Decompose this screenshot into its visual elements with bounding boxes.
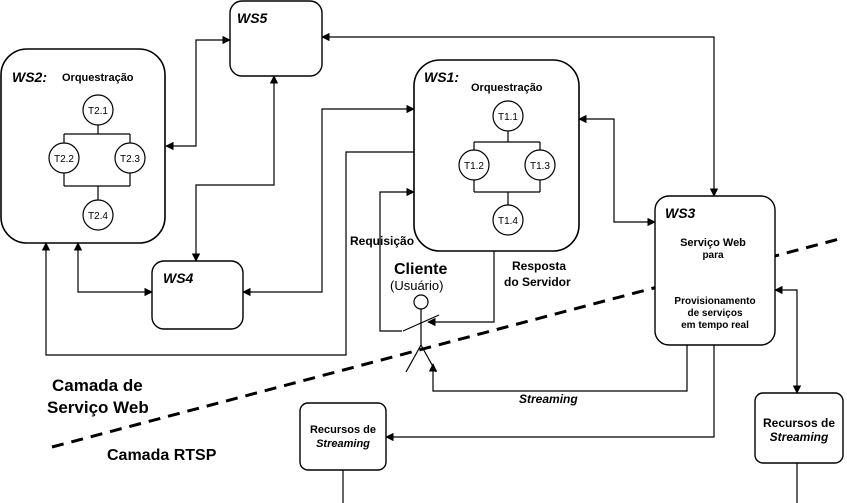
cliente-label: Cliente	[394, 261, 447, 278]
ws3-box: WS3 Serviço Web para Provisionamento de …	[654, 195, 776, 346]
ws5-title: WS5	[237, 10, 268, 26]
ws2-title: WS2:	[12, 69, 47, 85]
task-label: T2.1	[88, 106, 108, 117]
ws1-title: WS1:	[424, 69, 459, 85]
streaming-resources-left: Recursos de Streaming	[299, 402, 387, 471]
task-label: T1.3	[530, 161, 550, 172]
connector-ws4-ws1	[242, 104, 415, 297]
task-label: T1.2	[464, 161, 484, 172]
task-label: T2.4	[88, 211, 108, 222]
layer-label-web: Serviço Web	[47, 398, 149, 417]
resposta-label: Resposta	[512, 259, 566, 273]
task-node	[82, 199, 114, 231]
ws3-line: para	[702, 250, 724, 261]
layer-label-rtsp: Camada RTSP	[107, 447, 217, 464]
task-label: T2.3	[120, 154, 140, 165]
resources-label: Recursos de	[310, 424, 376, 436]
ws3-line: Provisionamento	[674, 296, 755, 307]
connector-ws5-ws4	[191, 75, 279, 262]
connector-ws5-ws3	[321, 32, 719, 197]
task-node	[48, 142, 80, 174]
resposta-label: do Servidor	[504, 275, 571, 289]
ws3-title: WS3	[665, 205, 696, 221]
task-node	[82, 94, 114, 126]
connector-resposta	[427, 251, 495, 327]
connector-ws1-ws3	[578, 114, 656, 227]
streaming-resources-right: Recursos de Streaming	[754, 392, 844, 464]
ws1-subtitle: Orquestração	[471, 82, 543, 94]
task-node	[524, 149, 556, 181]
task-label: T1.4	[498, 216, 518, 227]
connector-ws2-ws5	[165, 35, 231, 151]
task-label: T2.2	[54, 154, 74, 165]
resources-label: Streaming	[316, 438, 370, 450]
task-node	[458, 149, 490, 181]
ws1-box: WS1: Orquestração T1.1 T1.2 T1.3 T1.4	[413, 59, 580, 252]
ws4-title: WS4	[163, 270, 194, 286]
task-node	[492, 100, 524, 132]
connector-ws2-ws4	[73, 242, 153, 297]
connector-streaming	[428, 345, 688, 392]
ws3-line: em tempo real	[681, 320, 749, 331]
client-figure	[402, 294, 440, 373]
connector-ws3-recursos-left	[385, 345, 715, 442]
layer-label-web: Camada de	[52, 376, 143, 395]
ws3-line: de serviços	[687, 308, 742, 319]
resources-label: Streaming	[770, 430, 829, 444]
connector-ws1-ws2	[41, 151, 414, 356]
requisicao-label: Requisição	[350, 234, 414, 248]
usuario-label: (Usuário)	[390, 278, 443, 293]
task-node	[114, 142, 146, 174]
task-node	[492, 204, 524, 236]
connector-requisicao	[379, 187, 415, 332]
ws3-line: Serviço Web	[680, 237, 746, 249]
ws4-box: WS4	[151, 260, 244, 330]
connector-ws3-recursos-right	[774, 285, 802, 394]
task-label: T1.1	[498, 112, 518, 123]
ws5-box: WS5	[229, 0, 323, 77]
resources-label: Recursos de	[763, 416, 835, 430]
ws2-subtitle: Orquestração	[62, 72, 134, 84]
streaming-label: Streaming	[519, 392, 578, 406]
ws2-box: WS2: Orquestração T2.1 T2.2 T2.3 T2.4	[0, 48, 166, 244]
